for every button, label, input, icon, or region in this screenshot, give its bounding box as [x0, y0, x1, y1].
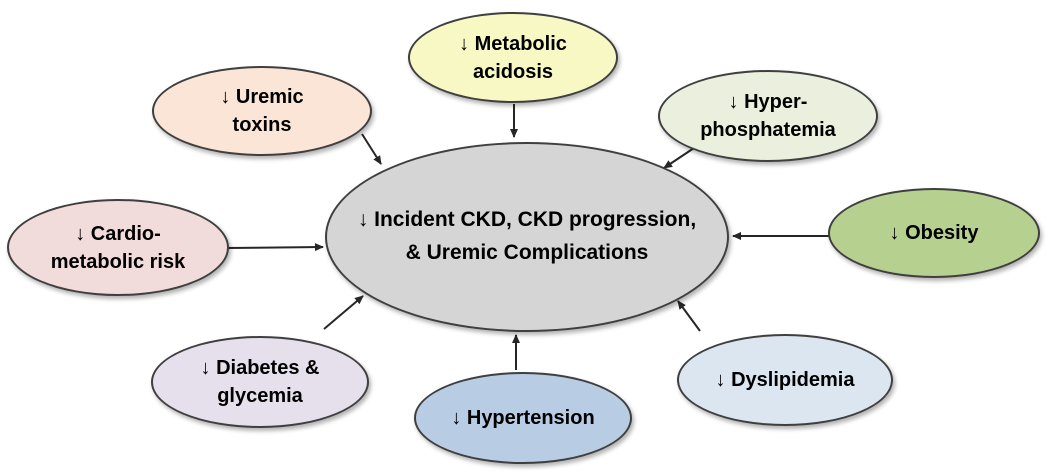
node-dyslipidemia-label: ↓ Dyslipidemia	[715, 369, 855, 391]
edge-uremic-toxins-arrow	[361, 133, 382, 165]
node-diabetes-glycemia-label: ↓ Diabetes & glycemia	[200, 357, 320, 407]
node-obesity: ↓ Obesity	[828, 188, 1040, 278]
node-uremic-toxins-label: ↓ Uremic toxins	[220, 86, 304, 136]
node-metabolic-acidosis-label: ↓ Metabolic acidosis	[459, 32, 567, 83]
node-cardiometabolic-risk-label: ↓ Cardio- metabolic risk	[50, 222, 186, 273]
node-hyperphosphatemia: ↓ Hyper- phosphatemia	[658, 70, 878, 162]
node-incident-ckd: ↓ Incident CKD, CKD progression, & Uremi…	[325, 142, 729, 332]
node-hypertension-label: ↓ Hypertension	[451, 407, 595, 429]
node-metabolic-acidosis: ↓ Metabolic acidosis	[408, 12, 618, 103]
node-uremic-toxins: ↓ Uremic toxins	[152, 66, 372, 156]
edge-cardiometabolic-risk-arrow	[225, 243, 324, 252]
edge-hyperphosphatemia-arrow	[663, 147, 695, 169]
node-incident-ckd-label: ↓ Incident CKD, CKD progression, & Uremi…	[357, 208, 697, 264]
node-hyperphosphatemia-label: ↓ Hyper- phosphatemia	[700, 91, 836, 141]
node-hypertension: ↓ Hypertension	[414, 372, 632, 464]
node-cardiometabolic-risk: ↓ Cardio- metabolic risk	[7, 199, 229, 296]
edge-dyslipidemia-arrow	[677, 300, 701, 332]
node-diabetes-glycemia: ↓ Diabetes & glycemia	[151, 336, 369, 428]
node-dyslipidemia: ↓ Dyslipidemia	[677, 334, 893, 426]
node-obesity-label: ↓ Obesity	[889, 222, 979, 244]
edge-diabetes-glycemia-arrow	[323, 295, 364, 330]
